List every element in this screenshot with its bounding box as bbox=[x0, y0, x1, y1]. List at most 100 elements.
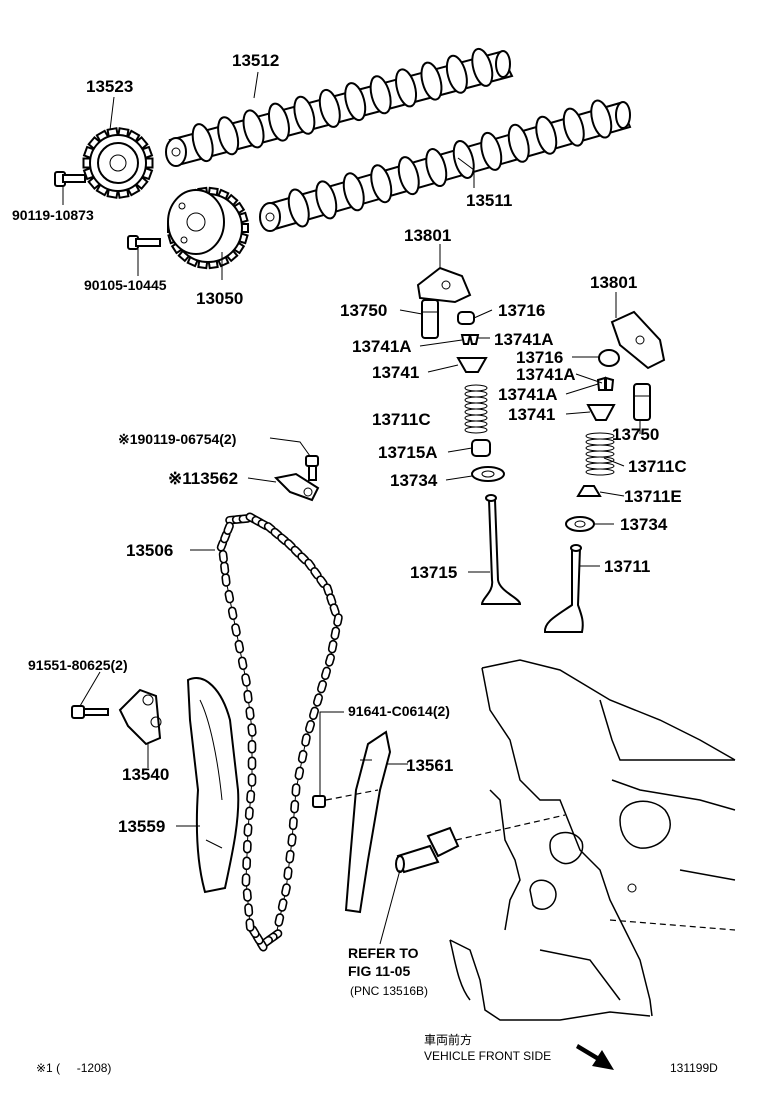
keeper-13741A-right bbox=[596, 376, 615, 391]
chain-link bbox=[243, 689, 253, 704]
direction-arrow-icon bbox=[576, 1044, 614, 1070]
chain-link bbox=[244, 806, 254, 821]
label-13750-right: 13750 bbox=[612, 425, 659, 444]
chain-link bbox=[221, 573, 231, 587]
chain-link bbox=[242, 888, 252, 902]
chain-link bbox=[247, 723, 257, 737]
cam-lobe bbox=[318, 88, 341, 128]
spring-coil bbox=[585, 438, 615, 446]
spring-coil bbox=[585, 468, 615, 476]
seat-13734-right bbox=[565, 516, 595, 532]
chain-link bbox=[308, 706, 320, 721]
chain-link bbox=[227, 606, 238, 621]
cam-lobe bbox=[480, 131, 503, 171]
cam-lobe bbox=[445, 54, 468, 94]
label-13512: 13512 bbox=[232, 51, 279, 70]
chain-link bbox=[218, 549, 228, 564]
refer-line-1: REFER TO bbox=[348, 945, 419, 961]
cam-timing-gear-13050 bbox=[167, 186, 249, 270]
chain-link bbox=[281, 883, 291, 897]
chain-link bbox=[244, 903, 254, 917]
chain-link bbox=[247, 773, 257, 787]
retainer-13741-left bbox=[456, 357, 488, 373]
chain-damper-13561 bbox=[344, 730, 392, 914]
cam-lobe bbox=[395, 68, 418, 108]
seal-13711E bbox=[576, 485, 602, 497]
cam-lobe bbox=[471, 47, 494, 87]
cam-lobe bbox=[507, 123, 530, 163]
chain-link bbox=[330, 626, 341, 641]
chain-link bbox=[277, 898, 288, 912]
chain-link bbox=[304, 719, 316, 734]
spring-coil bbox=[464, 414, 488, 422]
cam-lobe bbox=[420, 61, 443, 101]
chain-link bbox=[223, 521, 234, 535]
chain-link bbox=[245, 706, 255, 721]
label-13741A-4: 13741A bbox=[498, 385, 558, 404]
label-90119-06754: ※190119-06754(2) bbox=[118, 431, 236, 447]
sprocket-13523 bbox=[82, 127, 154, 199]
bolt-90119-10873 bbox=[54, 171, 86, 187]
label-13561: 13561 bbox=[406, 756, 453, 775]
label-13734-left: 13734 bbox=[390, 471, 438, 490]
cam-lobe bbox=[242, 109, 265, 149]
spring-coil bbox=[585, 432, 615, 440]
chain-link bbox=[287, 833, 297, 847]
label-13511: 13511 bbox=[466, 191, 512, 210]
cam-lobe bbox=[370, 164, 393, 204]
chain-link bbox=[224, 589, 235, 604]
label-13711E: 13711E bbox=[624, 487, 682, 506]
chain-link bbox=[247, 739, 257, 754]
chain-link bbox=[320, 666, 332, 681]
cam-lobe bbox=[217, 116, 240, 156]
spring-coil bbox=[464, 396, 488, 404]
cam-lobe bbox=[369, 75, 392, 115]
label-13716-right: 13716 bbox=[516, 348, 563, 367]
spring-coil bbox=[585, 450, 615, 458]
damper-dashed-line bbox=[325, 789, 379, 801]
cam-lobe bbox=[191, 123, 214, 163]
chain-link bbox=[291, 783, 301, 797]
lash-adjuster-13750-right bbox=[633, 383, 651, 421]
chain-link bbox=[283, 866, 293, 881]
keeper-13741A-left bbox=[460, 334, 480, 345]
spring-coil bbox=[464, 390, 488, 398]
cam-lobe bbox=[315, 180, 338, 220]
cam-lobe bbox=[287, 188, 310, 228]
chain-link bbox=[231, 623, 241, 637]
label-13540: 13540 bbox=[122, 765, 169, 784]
cam-lobe bbox=[267, 102, 290, 142]
chain-link bbox=[327, 639, 338, 654]
shim-13716-left bbox=[457, 311, 475, 325]
seal-13715A bbox=[471, 439, 491, 457]
valve-13715 bbox=[480, 494, 522, 605]
seat-13734-left bbox=[471, 466, 505, 482]
bolt-91551-80625 bbox=[71, 705, 109, 719]
chain-link bbox=[247, 756, 257, 771]
cam-lobe bbox=[342, 172, 365, 212]
chain-link bbox=[297, 749, 308, 764]
chain-link bbox=[245, 918, 255, 932]
chain-link bbox=[288, 816, 298, 831]
label-13506: 13506 bbox=[126, 541, 173, 560]
camshaft-13512 bbox=[165, 47, 514, 167]
shaft-dashed-line bbox=[455, 814, 566, 841]
label-13523: 13523 bbox=[86, 77, 133, 96]
cam-lobe bbox=[293, 95, 316, 135]
spring-coil bbox=[464, 408, 488, 416]
label-13801-right: 13801 bbox=[590, 273, 637, 292]
spring-coil bbox=[585, 462, 615, 470]
label-13741-right: 13741 bbox=[508, 405, 555, 424]
label-13741A-2: 13741A bbox=[494, 330, 554, 349]
lash-adjuster-13750-left bbox=[421, 299, 439, 339]
chain-link bbox=[241, 873, 251, 887]
bolt-90119-06754 bbox=[305, 455, 319, 481]
guide-plate-13562 bbox=[273, 472, 320, 502]
cam-lobe bbox=[397, 156, 420, 196]
figure-code: 131199D bbox=[670, 1061, 718, 1075]
chain-slipper-13559 bbox=[186, 677, 240, 894]
timing-chain-13506 bbox=[216, 512, 343, 952]
direction-jp: 車両前方 bbox=[424, 1032, 472, 1047]
direction-en: VEHICLE FRONT SIDE bbox=[424, 1049, 551, 1063]
cam-lobe bbox=[535, 115, 558, 155]
